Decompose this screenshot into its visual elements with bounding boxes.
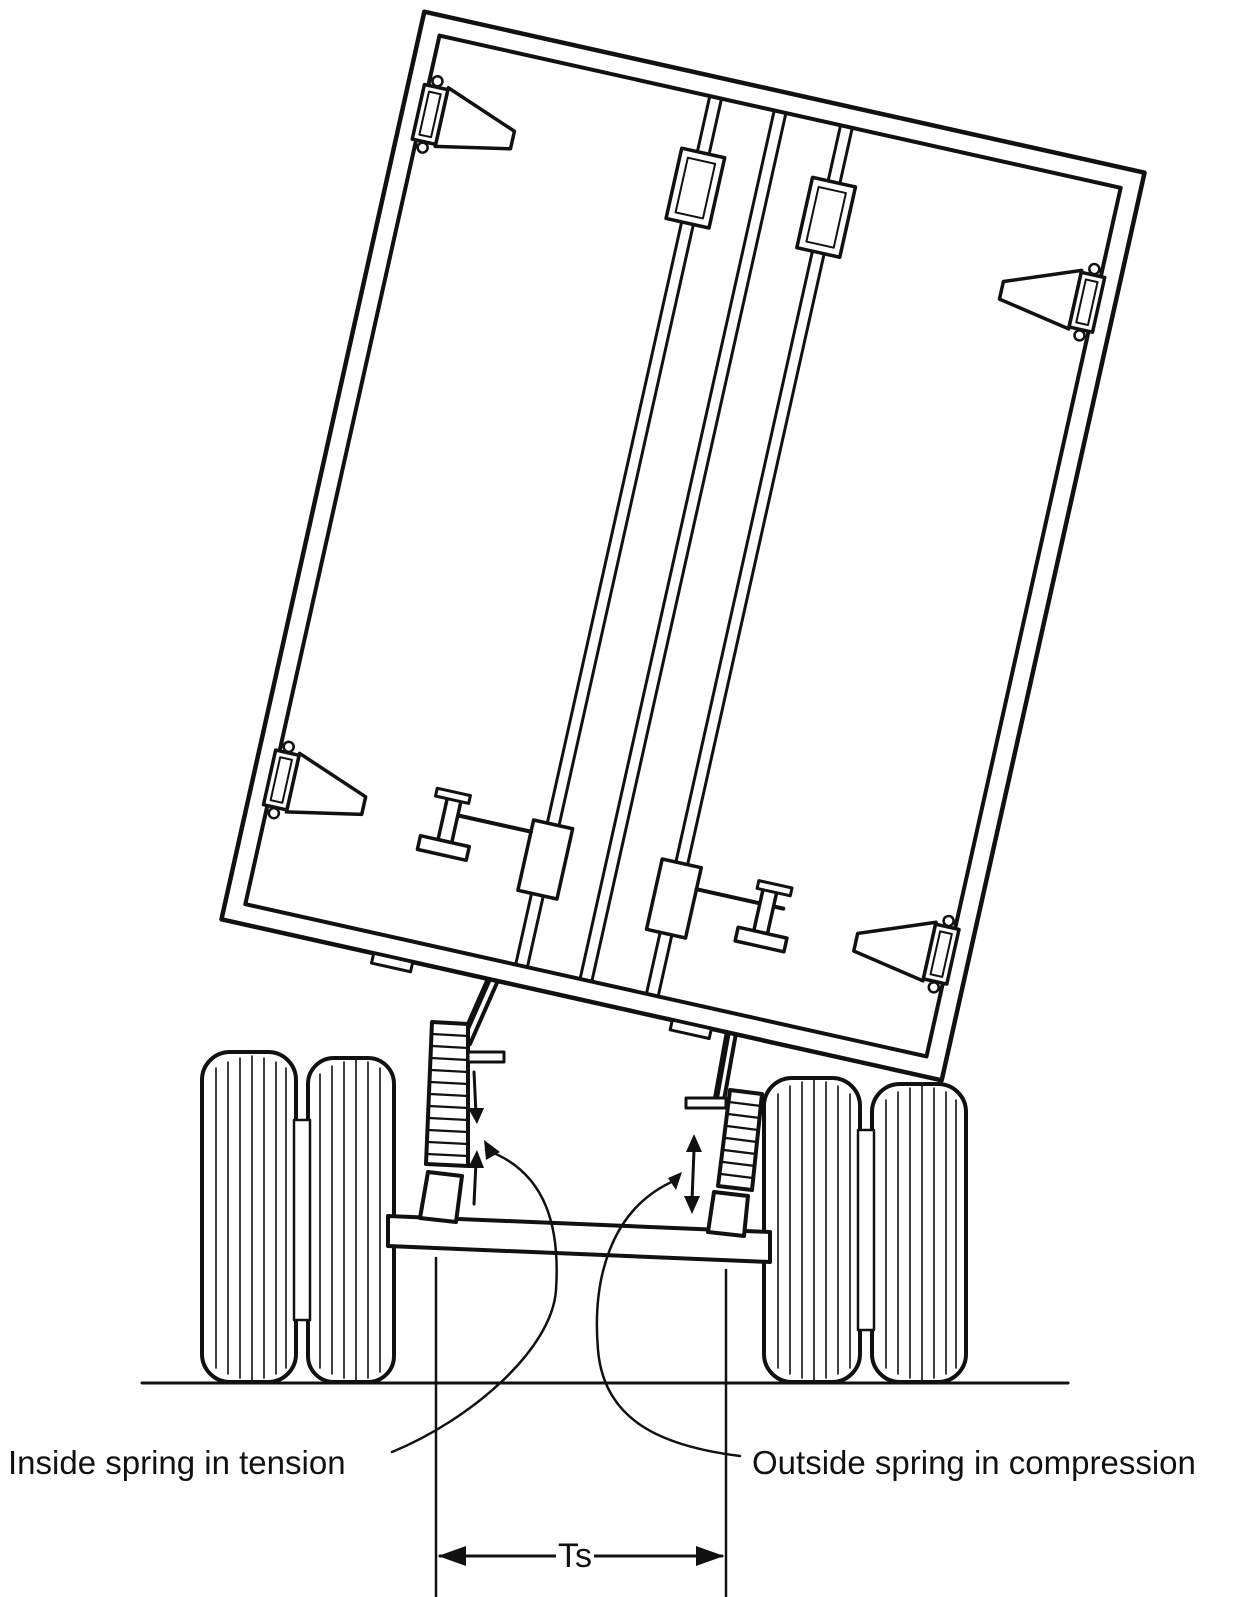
axle-beam bbox=[386, 1214, 772, 1264]
hinge-left-top bbox=[410, 74, 517, 154]
outside-spring-label: Outside spring in compression bbox=[752, 1444, 1196, 1481]
right-rod-guide-top bbox=[795, 175, 858, 259]
tire-left-inner bbox=[306, 1056, 396, 1384]
hinge-right-bottom bbox=[852, 914, 961, 994]
right-tire-pair bbox=[762, 1076, 968, 1384]
inside-spring bbox=[418, 969, 506, 1224]
door-seam bbox=[578, 108, 788, 984]
left-lock-rod bbox=[514, 94, 724, 969]
left-rod-guide-top bbox=[664, 146, 727, 230]
outside-spring bbox=[684, 1017, 764, 1238]
trailer-body bbox=[219, 9, 1147, 1083]
hinge-right-top bbox=[997, 262, 1107, 342]
track-width-label: Ts bbox=[556, 1537, 594, 1575]
hinge-left-bottom bbox=[261, 740, 368, 820]
tire-right-outer bbox=[870, 1082, 968, 1384]
outside-spring-leader bbox=[595, 1178, 742, 1458]
trailer-inner-frame bbox=[243, 33, 1123, 1059]
tension-arrows bbox=[468, 1070, 484, 1206]
compression-arrow bbox=[684, 1134, 702, 1214]
tire-left-outer bbox=[200, 1050, 298, 1384]
inside-spring-leader bbox=[390, 1148, 558, 1454]
right-lock-handle bbox=[694, 879, 794, 954]
left-tire-pair bbox=[200, 1050, 396, 1384]
left-lock-handle bbox=[415, 786, 534, 863]
inside-spring-label: Inside spring in tension bbox=[8, 1444, 346, 1481]
right-lock-rod bbox=[644, 123, 854, 998]
tire-right-inner bbox=[762, 1076, 862, 1384]
left-rod-guide-bottom bbox=[516, 818, 575, 901]
right-rod-guide-bottom bbox=[644, 857, 704, 940]
